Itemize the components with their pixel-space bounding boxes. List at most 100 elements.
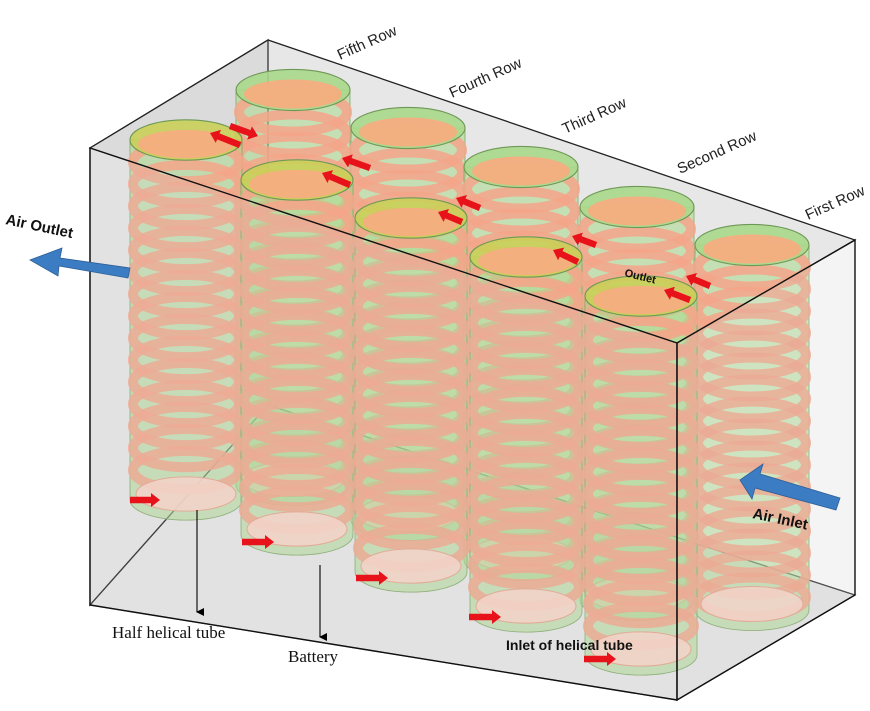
tube-bottom [360, 548, 462, 584]
helical-coil-turn [583, 359, 699, 409]
helical-coil-turn [468, 342, 584, 392]
helical-coil-turn [583, 491, 699, 541]
flow-arrows [130, 122, 712, 666]
flow-arrow [228, 122, 258, 140]
helical-coil-turn [468, 518, 584, 568]
air-inlet-arrow [739, 463, 841, 511]
helical-coil-turn [353, 501, 469, 551]
helical-coil-turn [239, 199, 355, 249]
coil-opening [472, 156, 570, 186]
helical-coil-turn [239, 243, 355, 293]
helical-coil-turn [583, 579, 699, 629]
helical-coil-turn [583, 513, 699, 563]
helical-coil-turn [353, 237, 469, 287]
helical-coil-turn [128, 401, 244, 451]
box-front [89, 147, 856, 702]
tube-bottom [135, 476, 237, 512]
air-outlet-label: Air Outlet [4, 211, 74, 242]
flow-arrow [322, 170, 352, 188]
helical-coil-turn [353, 479, 469, 529]
flow-arrow [553, 247, 580, 265]
helical-coil-turn [128, 291, 244, 341]
row-label-fifth: Fifth Row [335, 22, 400, 63]
helical-coil-turn [239, 353, 355, 403]
helical-coil-turn [128, 247, 244, 297]
battery-cell-front-2 [239, 159, 355, 556]
helical-coil-turn [353, 457, 469, 507]
helical-coil-turn [128, 335, 244, 385]
battery-cell-front-1 [128, 119, 244, 521]
helical-coil-turn [239, 287, 355, 337]
helical-coil-turn [468, 474, 584, 524]
helical-coil-turn [128, 203, 244, 253]
helical-coil-turn [583, 337, 699, 387]
helical-coil-turn [583, 469, 699, 519]
helical-coil-turn [583, 403, 699, 453]
battery-cell-front-4 [468, 236, 584, 633]
tube-bottom [700, 585, 804, 623]
flow-arrow [242, 535, 274, 549]
battery-label: Battery [288, 647, 339, 666]
battery-cell-back-5 [693, 223, 811, 631]
helical-coil-turn [353, 281, 469, 331]
coil-opening [363, 207, 459, 237]
coil-opening [478, 246, 574, 276]
flow-arrow [210, 129, 242, 148]
helical-coil-turn [353, 391, 469, 441]
flow-arrow [130, 493, 160, 507]
flow-arrow [686, 273, 712, 289]
helical-coil-turn [468, 408, 584, 458]
coil-opening [359, 117, 457, 147]
battery-cell-front-3 [353, 197, 469, 593]
coil-opening [249, 169, 345, 199]
helical-coil-turn [468, 430, 584, 480]
row-label-second: Second Row [675, 127, 760, 177]
flow-arrow [572, 232, 598, 248]
helical-coil-turn [239, 441, 355, 491]
helical-coil-turn [468, 298, 584, 348]
row-label-fourth: Fourth Row [447, 55, 525, 102]
helical-coil-turn [583, 425, 699, 475]
flow-arrow [356, 571, 388, 585]
air-outlet-arrow [29, 247, 131, 279]
helical-coil-turn [468, 386, 584, 436]
helical-coil-turn [128, 357, 244, 407]
helical-coil-turn [239, 463, 355, 513]
helical-coil-turn [353, 413, 469, 463]
helical-coil-turn [468, 276, 584, 326]
coil-opening [244, 79, 342, 109]
tube-bottom [590, 631, 692, 667]
helical-coil-turn [583, 381, 699, 431]
helical-coil-turn [353, 303, 469, 353]
helical-coil-turn [353, 435, 469, 485]
tube-bottom [475, 588, 577, 624]
helical-coil-turn [128, 159, 244, 209]
coil-opening [703, 234, 801, 264]
helical-coil-turn [583, 557, 699, 607]
helical-coil-turn [239, 375, 355, 425]
tube-bottom [246, 511, 348, 547]
helical-coil-turn [239, 397, 355, 447]
helical-coil-turn [128, 379, 244, 429]
coil-opening [138, 129, 234, 159]
helical-coil-turn [468, 540, 584, 590]
helical-coil-turn [128, 181, 244, 231]
helical-coil-turn [468, 496, 584, 546]
row-label-third: Third Row [560, 94, 630, 137]
helical-coil-turn [353, 259, 469, 309]
flow-arrow [584, 652, 616, 666]
flow-arrow [456, 195, 482, 211]
half-helical-tube-label: Half helical tube [112, 623, 225, 642]
helical-coil-turn [353, 325, 469, 375]
helical-coil-turn [128, 313, 244, 363]
coil-opening [593, 285, 689, 315]
helical-coil-turn [583, 535, 699, 585]
helical-coil-turn [468, 364, 584, 414]
helical-coil-turn [239, 221, 355, 271]
flow-arrow [664, 286, 692, 303]
helical-coil-turn [353, 369, 469, 419]
helical-coil-turn [239, 309, 355, 359]
helical-coil-turn [128, 423, 244, 473]
